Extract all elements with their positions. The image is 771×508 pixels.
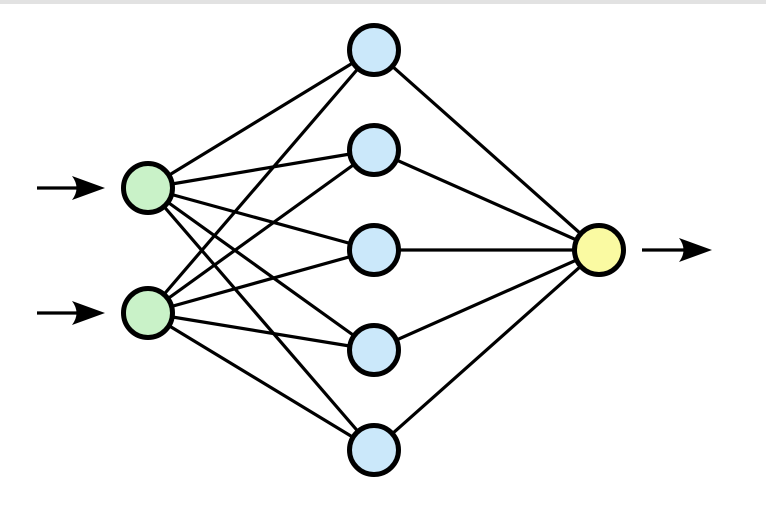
output-arrow (642, 238, 712, 262)
connection-line (147, 186, 375, 352)
connection-line (147, 48, 375, 190)
connection-line (372, 248, 601, 452)
input-arrow-2 (37, 301, 105, 325)
connection-line (147, 311, 375, 352)
connection-line (372, 48, 601, 252)
connection-line (146, 186, 376, 452)
connection-line (147, 248, 375, 315)
window-top-border (0, 0, 766, 4)
hidden-layer-node-1 (347, 23, 401, 77)
hidden-layer-node-5 (347, 423, 401, 477)
input-layer-node-2 (121, 286, 175, 340)
hidden-layer-node-4 (347, 323, 401, 377)
input-layer-node-1 (121, 161, 175, 215)
hidden-layer-node-2 (347, 123, 401, 177)
connection-line (146, 48, 376, 315)
arrowhead-icon (679, 238, 712, 262)
output-layer-node-1 (572, 223, 626, 277)
arrowhead-icon (72, 301, 105, 325)
connection-line (147, 148, 375, 190)
connection-line (373, 248, 600, 352)
connection-line (373, 148, 600, 252)
input-arrow-1 (37, 176, 105, 200)
connection-line (147, 311, 375, 452)
arrowhead-icon (72, 176, 105, 200)
hidden-layer-node-3 (347, 223, 401, 277)
connection-line (147, 148, 375, 315)
connection-line (147, 186, 375, 252)
